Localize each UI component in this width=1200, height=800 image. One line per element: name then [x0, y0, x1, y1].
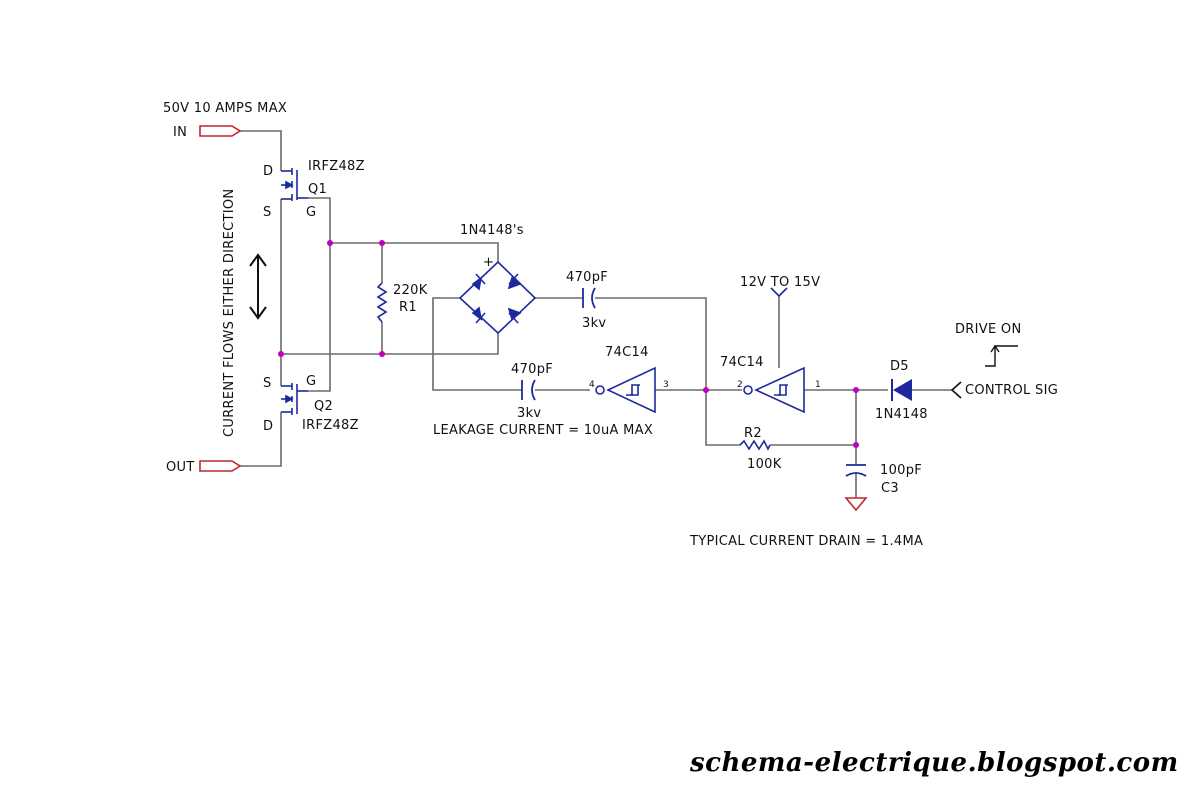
in-connector — [199, 125, 242, 137]
schmitt-inverter-u1 — [595, 366, 656, 414]
vcc-symbol — [770, 287, 788, 298]
r1-value-label: 220K — [393, 283, 428, 298]
in-label: IN — [173, 125, 187, 140]
watermark: schema-electrique.blogspot.com — [690, 748, 1179, 778]
bridge-rectifier — [458, 260, 537, 335]
q1-drain-label: D — [263, 164, 273, 179]
u1-pin-in: 4 — [589, 380, 595, 390]
ground-icon — [844, 497, 868, 512]
mosfet-q2 — [281, 383, 308, 415]
node-r2-c3 — [853, 442, 859, 448]
node-r1-bottom — [379, 351, 385, 357]
c2-value-label: 470pF — [511, 362, 553, 377]
r2-value-label: 100K — [747, 457, 782, 472]
capacitor-c1 — [582, 287, 596, 309]
node-source-left — [278, 351, 284, 357]
drive-on-step-icon — [985, 344, 1018, 367]
q1-gate-label: G — [306, 205, 316, 220]
resistor-r1 — [376, 282, 388, 323]
node-r1-top — [379, 240, 385, 246]
wires — [240, 130, 952, 498]
q2-part-label: IRFZ48Z — [302, 418, 359, 433]
out-label: OUT — [166, 460, 195, 475]
node-output — [853, 387, 859, 393]
u1-label: 74C14 — [605, 345, 649, 360]
q2-gate-label: G — [306, 374, 316, 389]
resistor-r2 — [739, 439, 771, 451]
node-gate-bus — [327, 240, 333, 246]
diode-d5 — [891, 379, 912, 401]
supply-label: 50V 10 AMPS MAX — [163, 101, 287, 116]
bidirectional-arrow-icon — [249, 253, 267, 320]
c1-value-label: 470pF — [566, 270, 608, 285]
q1-ref-label: Q1 — [308, 182, 327, 197]
d5-ref-label: D5 — [890, 359, 909, 374]
u1-pin-out: 3 — [663, 380, 669, 390]
c2-rating-label: 3kv — [517, 406, 541, 421]
current-drain-note: TYPICAL CURRENT DRAIN = 1.4MA — [689, 534, 923, 549]
u2-label: 74C14 — [720, 355, 764, 370]
c3-ref-label: C3 — [881, 481, 899, 496]
r2-ref-label: R2 — [744, 426, 762, 441]
u2-pin-out: 1 — [815, 380, 821, 390]
q1-part-label: IRFZ48Z — [308, 159, 365, 174]
out-connector — [199, 460, 242, 472]
current-direction-note: CURRENT FLOWS EITHER DIRECTION — [222, 189, 237, 437]
u2-pin-in: 2 — [737, 380, 743, 390]
node-feedback — [703, 387, 709, 393]
drive-on-label: DRIVE ON — [955, 322, 1021, 337]
capacitor-c3 — [845, 464, 867, 477]
control-sig-label: CONTROL SIG — [965, 383, 1058, 398]
schmitt-inverter-u2 — [743, 366, 805, 414]
control-sig-connector — [950, 381, 962, 399]
junction-nodes — [278, 240, 859, 448]
q1-source-label: S — [263, 205, 272, 220]
bridge-plus-label: + — [483, 255, 494, 270]
q2-drain-label: D — [263, 419, 273, 434]
capacitor-c2 — [521, 379, 536, 401]
leakage-label: LEAKAGE CURRENT = 10uA MAX — [433, 423, 653, 438]
c1-rating-label: 3kv — [582, 316, 606, 331]
bridge-label: 1N4148's — [460, 223, 524, 238]
c3-value-label: 100pF — [880, 463, 922, 478]
q2-ref-label: Q2 — [314, 399, 333, 414]
r1-ref-label: R1 — [399, 300, 417, 315]
mosfet-q1 — [281, 168, 308, 201]
d5-part-label: 1N4148 — [875, 407, 928, 422]
vcc-label: 12V TO 15V — [740, 275, 820, 290]
q2-source-label: S — [263, 376, 272, 391]
